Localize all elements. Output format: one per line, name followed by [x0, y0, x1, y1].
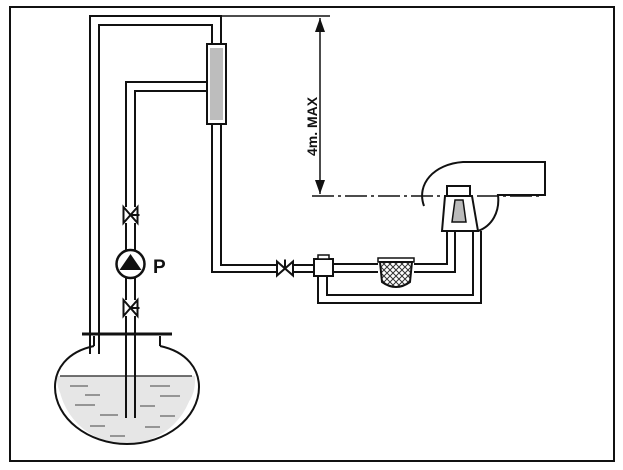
arrow-down — [315, 180, 325, 194]
bypass-pipe-outer — [317, 231, 482, 304]
pump-label: P — [153, 257, 166, 278]
filter-icon — [377, 257, 415, 288]
suction-pipe-right — [134, 90, 212, 418]
height-label: 4m. MAX — [304, 96, 320, 156]
bypass-pipe-inner — [326, 231, 474, 296]
diagram-frame — [9, 6, 615, 462]
return-pipe-inner — [98, 24, 278, 354]
liquid-level-marks — [60, 375, 192, 437]
suction-pipe-left — [125, 81, 212, 418]
tee-fitting — [313, 258, 334, 277]
valve-icon — [276, 259, 294, 278]
height-dimension — [222, 15, 540, 197]
valve-icon — [122, 204, 140, 226]
pump-icon — [115, 248, 146, 280]
tank-shell — [53, 345, 201, 446]
degasser-shading — [210, 48, 223, 120]
return-pipe-outer — [89, 15, 278, 354]
burner-icon — [421, 161, 546, 232]
arrow-up — [315, 18, 325, 32]
valve-icon — [122, 297, 140, 319]
feed-pipe-outer — [414, 231, 448, 265]
blower-housing — [421, 161, 546, 232]
feed-pipe-inner — [414, 231, 456, 273]
